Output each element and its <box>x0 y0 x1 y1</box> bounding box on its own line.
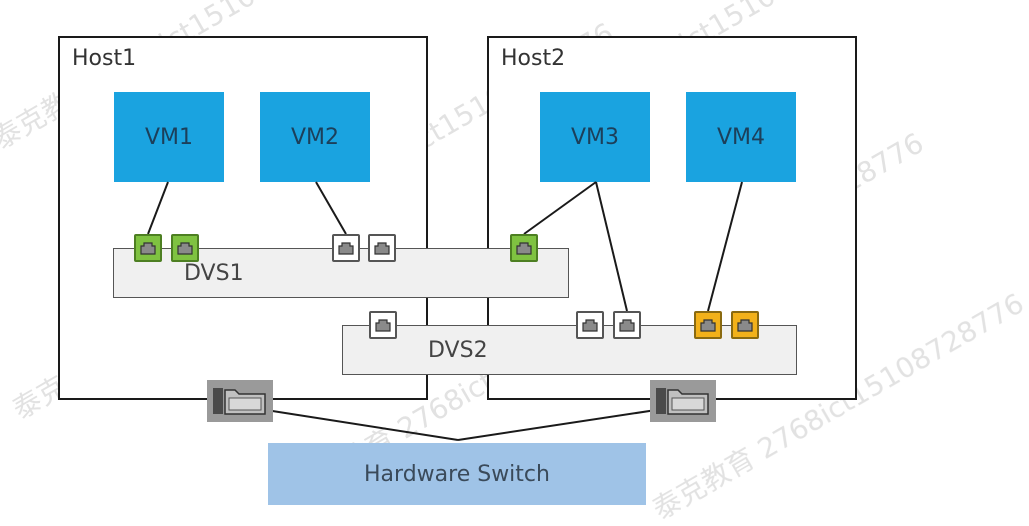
port-icon <box>737 319 753 332</box>
dvs1-label: DVS1 <box>184 261 244 286</box>
vm4[interactable]: VM4 <box>686 92 796 182</box>
vm1[interactable]: VM1 <box>114 92 224 182</box>
host2-nic[interactable] <box>650 380 716 422</box>
port-icon <box>700 319 716 332</box>
port-icon <box>516 242 532 255</box>
dvs2-port-1[interactable] <box>369 311 397 339</box>
port-icon <box>338 242 354 255</box>
dvs2-port-vm4[interactable] <box>694 311 722 339</box>
dvs1-port-vm1[interactable] <box>134 234 162 262</box>
vm1-label: VM1 <box>144 124 194 150</box>
host1-label: Host1 <box>72 46 137 71</box>
vm4-label: VM4 <box>716 124 766 150</box>
port-icon <box>619 319 635 332</box>
dvs2-port-vm3[interactable] <box>613 311 641 339</box>
port-icon <box>582 319 598 332</box>
dvs1-port-2[interactable] <box>171 234 199 262</box>
nic-icon <box>656 388 709 415</box>
port-icon <box>177 242 193 255</box>
host1-nic[interactable] <box>207 380 273 422</box>
port-icon <box>140 242 156 255</box>
dvs2-bar: DVS2 <box>342 325 797 375</box>
nic-icon <box>213 388 266 415</box>
dvs1-port-vm3[interactable] <box>510 234 538 262</box>
link-nic2-switch <box>457 409 657 441</box>
port-icon <box>375 319 391 332</box>
vm3[interactable]: VM3 <box>540 92 650 182</box>
hardware-switch[interactable]: Hardware Switch <box>268 443 646 505</box>
dvs1-port-vm2[interactable] <box>332 234 360 262</box>
port-icon <box>374 242 390 255</box>
hardware-switch-label: Hardware Switch <box>364 461 550 487</box>
dvs1-port-4[interactable] <box>368 234 396 262</box>
vm2[interactable]: VM2 <box>260 92 370 182</box>
vm3-label: VM3 <box>570 124 620 150</box>
dvs2-port-5[interactable] <box>731 311 759 339</box>
vm2-label: VM2 <box>290 124 340 150</box>
dvs2-label: DVS2 <box>428 338 488 363</box>
host2-label: Host2 <box>501 46 566 71</box>
dvs2-port-2[interactable] <box>576 311 604 339</box>
link-nic1-switch <box>265 409 459 441</box>
